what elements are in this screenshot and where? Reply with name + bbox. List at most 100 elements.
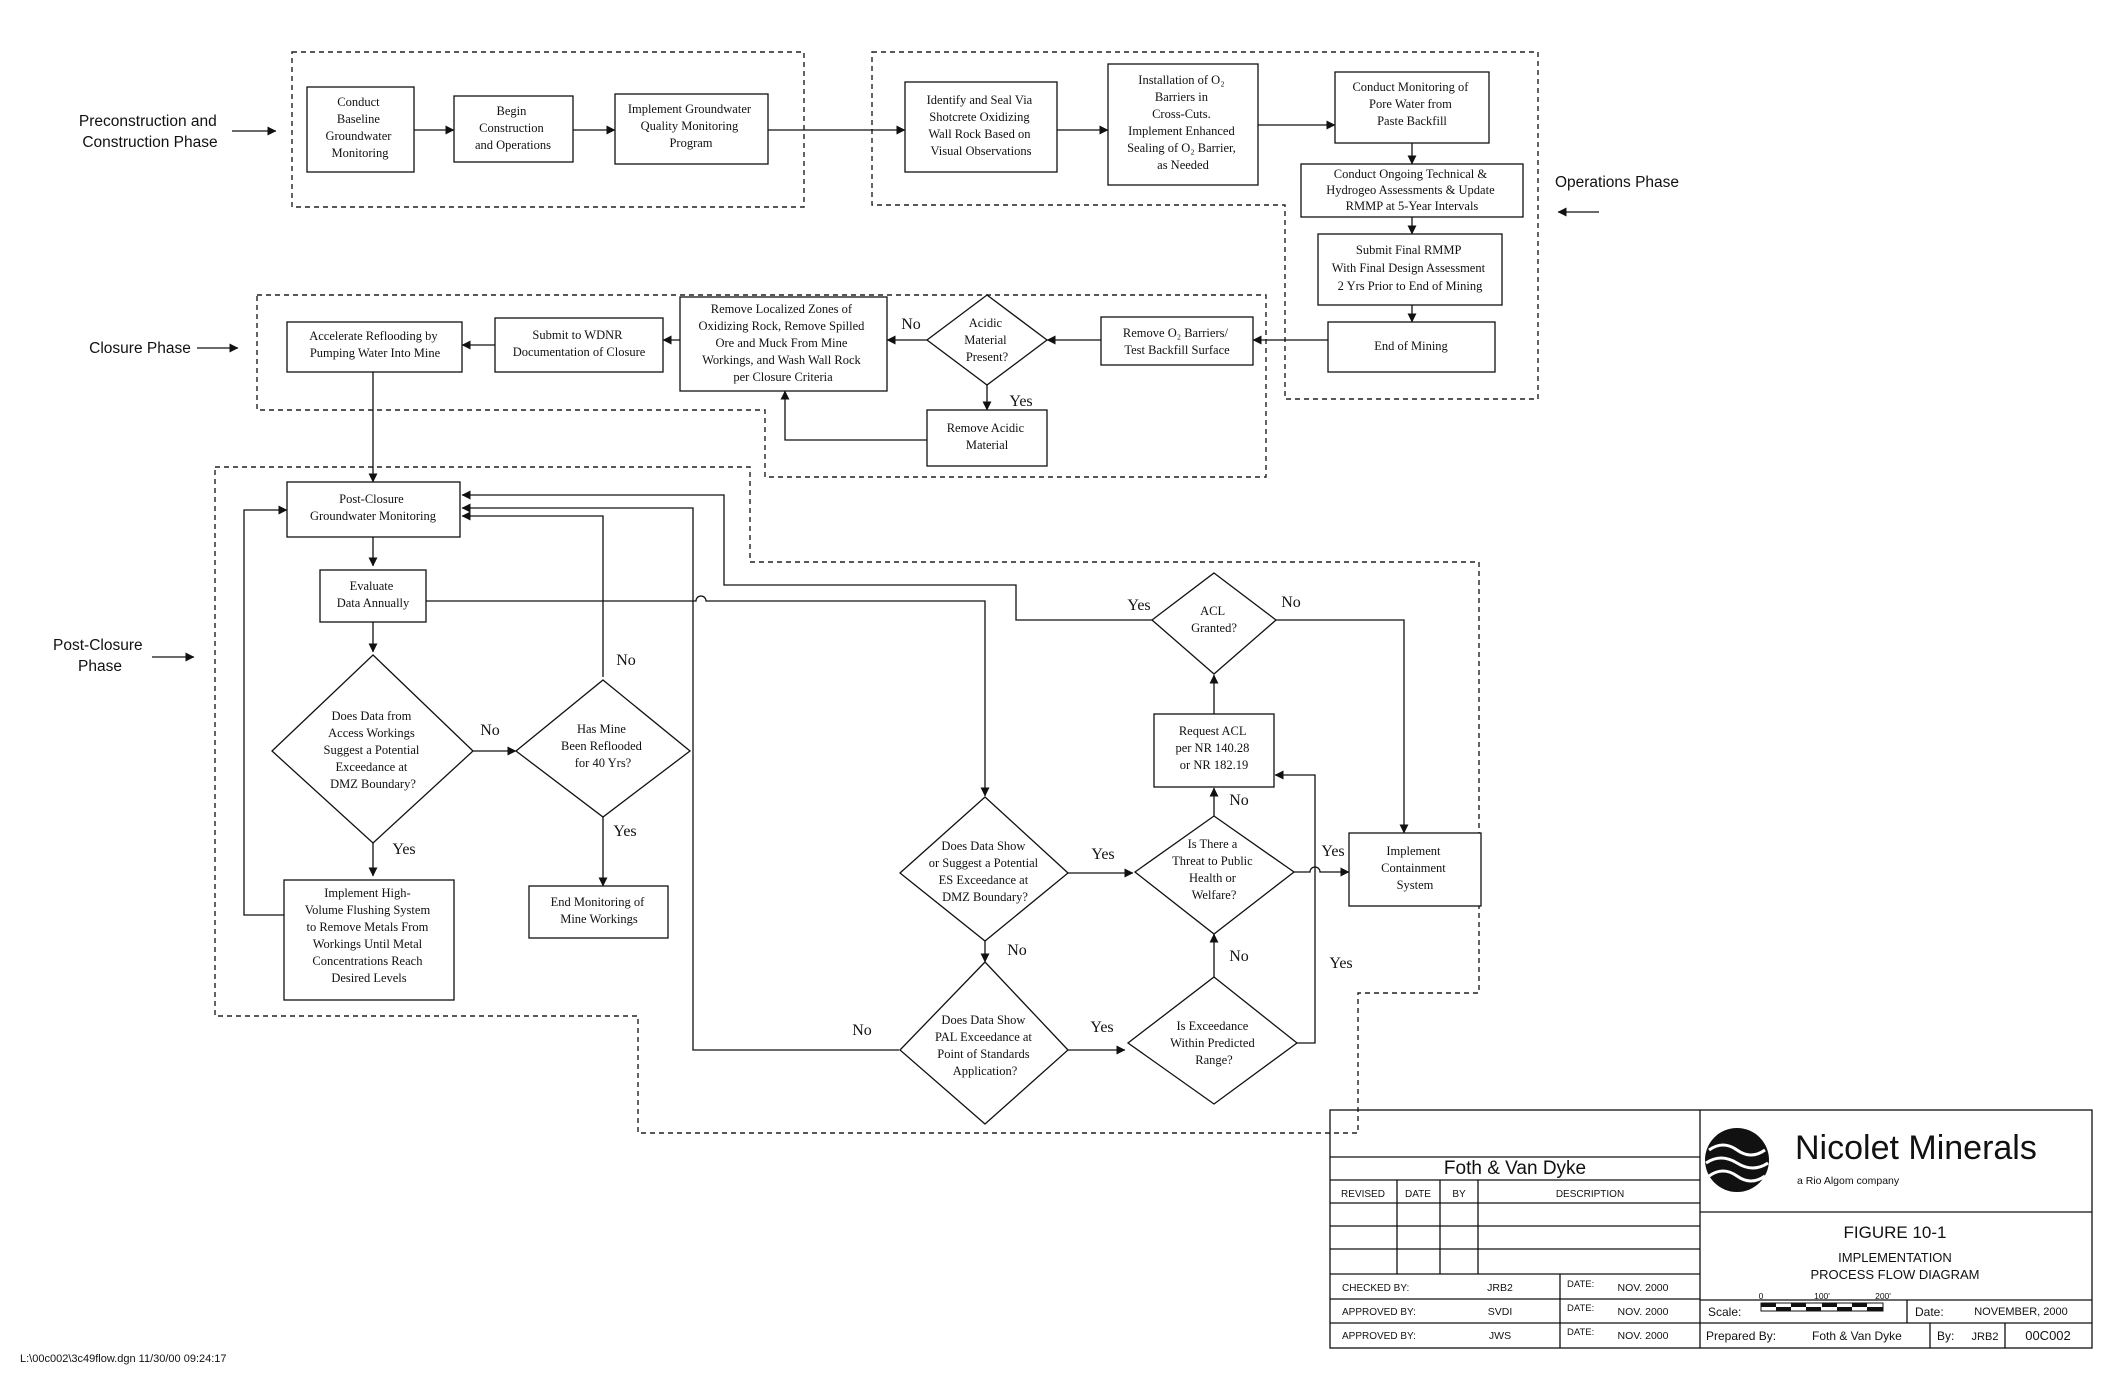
connector-acl-yes [724,585,1152,620]
approved-date-label-2: DATE: [1567,1327,1594,1338]
box-remove-zones [679,296,888,392]
text-acidic: Acidic Material Present? [964,316,1009,364]
label-pal-no: No [852,1022,872,1039]
box-end-monitoring [528,885,669,939]
text-flushing: Implement High- Volume Flushing System t… [305,886,434,985]
box-containment [1348,832,1482,907]
phase-boundaries [214,51,1539,1134]
text-o2-barriers: Installation of O₂ Barriers in Cross-Cut… [1127,73,1239,172]
figure-title-2: PROCESS FLOW DIAGRAM [1810,1267,1979,1282]
label-pal-yes: Yes [1090,1019,1113,1036]
company-name: Nicolet Minerals [1795,1129,2037,1167]
title-block-text: Foth & Van Dyke REVISED DATE BY DESCRIPT… [1341,1129,2071,1343]
label-acidic-no: No [901,316,921,333]
text-reflooded: Has Mine Been Reflooded for 40 Yrs? [561,722,645,770]
connector-removeacidic-zones [780,390,927,441]
box-begin-construction [453,95,574,163]
box-request-acl [1153,713,1275,788]
connector-acl-yes-line [461,490,1152,621]
file-path-footer: L:\00c002\3c49flow.dgn 11/30/00 09:24:17 [20,1353,227,1365]
text-request-acl: Request ACL per NR 140.28 or NR 182.19 [1175,724,1252,772]
diamond-acl-granted [1150,572,1278,675]
box-final-rmmp [1317,233,1503,306]
title-block [1329,1109,2093,1349]
box-evaluate-data [319,569,427,623]
label-es-yes: Yes [1091,846,1114,863]
checked-by-label: CHECKED BY: [1342,1283,1409,1294]
scale-tick-0: 0 [1759,1291,1764,1301]
label-acl-no: No [1281,594,1301,611]
process-boxes [283,63,1524,1001]
post-closure-phase-boundary [214,466,1480,1134]
diamond-pal-exceedance [899,961,1069,1125]
box-ongoing-assessments [1300,163,1524,218]
approved-date-value-2: NOV. 2000 [1618,1330,1669,1342]
box-flushing-system [283,879,455,1001]
text-pore-water: Conduct Monitoring of Pore Water from Pa… [1352,80,1471,128]
diamond-es-exceedance [898,796,1069,942]
approved-date-label-1: DATE: [1567,1303,1594,1314]
text-baseline: Conduct Baseline Groundwater Monitoring [325,95,394,160]
text-ongoing: Conduct Ongoing Technical & Hydrogeo Ass… [1326,167,1498,213]
rev-header-revised: REVISED [1341,1189,1385,1200]
drawing-number: 00C002 [2025,1328,2071,1343]
prepared-by-label: Prepared By: [1706,1329,1776,1343]
branch-labels: No Yes No Yes No Yes Yes No No Yes No Ye… [392,316,1352,1039]
connector-pal-no [461,503,899,1051]
checked-by-value: JRB2 [1487,1282,1513,1294]
approved-by-value-2: JWS [1489,1330,1511,1342]
rev-header-by: BY [1452,1189,1466,1200]
connector-within-yes [1274,770,1316,1044]
rev-header-description: DESCRIPTION [1556,1189,1624,1200]
text-end-monitoring: End Monitoring of Mine Workings [551,895,648,926]
closure-phase-boundary [256,294,1267,478]
text-es: Does Data Show or Suggest a Potential ES… [929,839,1042,904]
box-accelerate-reflooding [286,321,463,373]
text-evaluate: Evaluate Data Annually [337,579,410,610]
scale-label: Scale: [1708,1305,1741,1319]
connector-evaluate-es [426,595,990,797]
phase-label-closure: Closure Phase [89,340,191,357]
scale-tick-200: 200' [1875,1291,1891,1301]
box-implement-gw [614,93,769,165]
decision-diamonds [271,294,1299,1125]
approved-date-value-1: NOV. 2000 [1618,1306,1669,1318]
label-threat-yes: Yes [1321,843,1344,860]
text-dmz: Does Data from Access Workings Suggest a… [324,709,423,791]
label-reflooded-no: No [616,652,636,669]
label-dmz-no: No [480,722,500,739]
text-remove-o2: Remove O₂ Barriers/ Test Backfill Surfac… [1123,326,1231,357]
diamond-dmz-exceedance [271,654,474,844]
company-subtitle: a Rio Algom company [1797,1175,1900,1187]
label-threat-no: No [1229,792,1249,809]
connector-reflooded-no [461,511,604,677]
text-within: Is Exceedance Within Predicted Range? [1170,1019,1258,1067]
phase-label-preconstruction: Preconstruction and Construction Phase [79,113,221,151]
text-acl: ACL Granted? [1191,604,1237,635]
approved-by-label-2: APPROVED BY: [1342,1331,1416,1342]
flow-connectors [243,120,1417,1055]
checked-date-value: NOV. 2000 [1618,1282,1669,1294]
scale-bar [1760,1302,1884,1312]
prepared-by-value: Foth & Van Dyke [1812,1329,1902,1343]
box-remove-o2 [1100,316,1254,366]
operations-phase-boundary [871,51,1539,400]
text-implement-gw: Implement Groundwater Quality Monitoring… [628,102,754,150]
label-within-no: No [1229,948,1249,965]
figure-title-1: IMPLEMENTATION [1838,1250,1952,1265]
text-end-mining: End of Mining [1374,339,1448,353]
text-identify-seal: Identify and Seal Via Shotcrete Oxidizin… [927,93,1036,158]
rev-header-date: DATE [1405,1189,1431,1200]
text-submit-wdnr: Submit to WDNR Documentation of Closure [513,328,646,359]
box-post-closure-gw [286,481,461,538]
scale-tick-100: 100' [1814,1291,1830,1301]
text-threat: Is There a Threat to Public Health or We… [1172,837,1256,902]
box-submit-wdnr [494,317,664,373]
date2-value: NOVEMBER, 2000 [1974,1306,2068,1318]
text-accelerate: Accelerate Reflooding by Pumping Water I… [309,329,441,360]
label-dmz-yes: Yes [392,841,415,858]
title-block-outer [1329,1109,2093,1349]
connector-flushing-loop [243,505,288,916]
text-remove-acidic: Remove Acidic Material [947,421,1028,452]
label-reflooded-yes: Yes [613,823,636,840]
